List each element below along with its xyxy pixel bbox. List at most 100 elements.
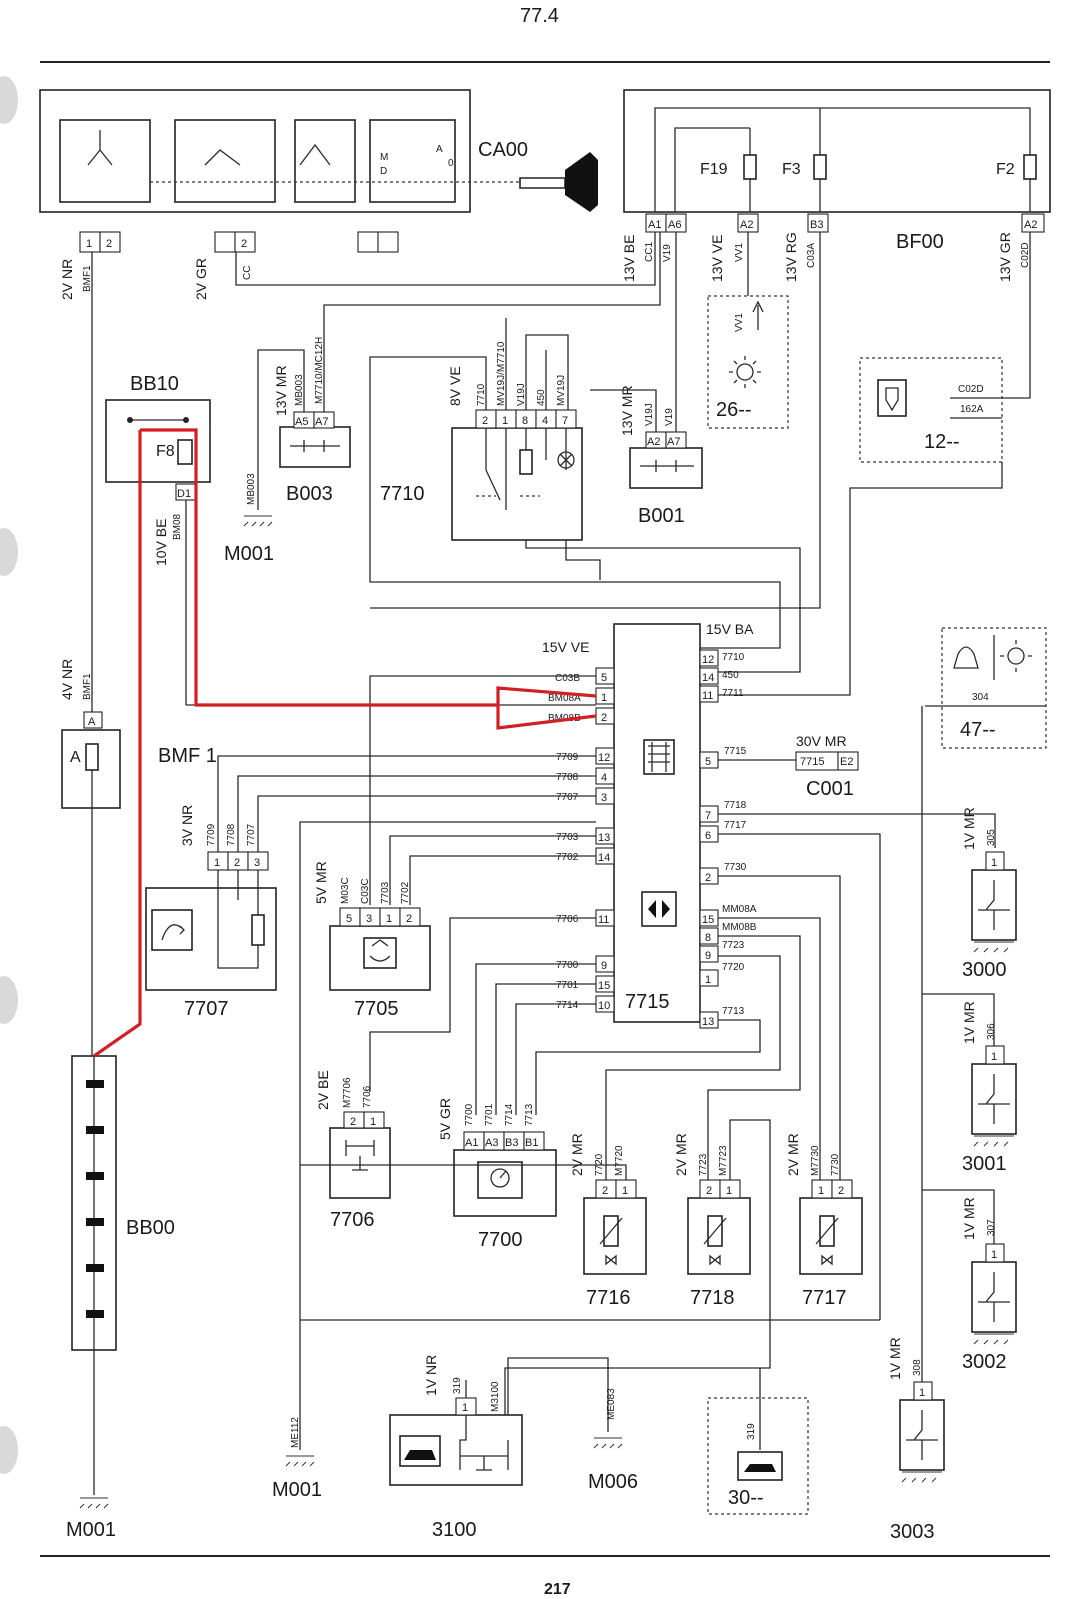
- svg-text:7710: 7710: [380, 483, 425, 505]
- b001-connector: A2 A7 B001 13V MR V19J V19: [590, 232, 703, 527]
- svg-text:3000: 3000: [962, 959, 1007, 981]
- svg-text:7730: 7730: [724, 862, 747, 873]
- svg-text:307: 307: [986, 1219, 997, 1236]
- svg-text:1V MR: 1V MR: [961, 1197, 977, 1240]
- svg-text:7705: 7705: [354, 998, 399, 1020]
- svg-text:7: 7: [562, 415, 568, 427]
- svg-text:ME112: ME112: [290, 1417, 301, 1448]
- svg-text:A: A: [436, 144, 443, 155]
- svg-text:3V NR: 3V NR: [179, 805, 195, 846]
- wire-cc: [235, 232, 656, 286]
- svg-text:3: 3: [366, 913, 372, 925]
- svg-text:15: 15: [702, 914, 714, 926]
- svg-text:3100: 3100: [432, 1519, 477, 1541]
- svg-text:8: 8: [705, 932, 711, 944]
- sensor-7717: 1 2 7717 2V MR M7730 7730: [785, 1133, 863, 1309]
- svg-text:A3: A3: [485, 1137, 498, 1149]
- svg-text:26--: 26--: [716, 399, 752, 421]
- svg-text:MM08B: MM08B: [722, 922, 757, 933]
- svg-text:13V MR: 13V MR: [273, 365, 289, 416]
- svg-text:MV19J/M7710: MV19J/M7710: [496, 341, 507, 406]
- svg-text:7730: 7730: [830, 1153, 841, 1176]
- svg-text:A1: A1: [648, 219, 661, 231]
- svg-text:2: 2: [602, 1185, 608, 1197]
- fuse-f3: [813, 154, 827, 180]
- svg-text:D1: D1: [177, 488, 191, 500]
- svg-text:3: 3: [254, 857, 260, 869]
- switch-3002: 1 3002 1V MR 307: [922, 1189, 1017, 1373]
- svg-text:1V MR: 1V MR: [961, 807, 977, 850]
- svg-text:7702: 7702: [400, 881, 411, 904]
- ref-12-injector: C02D 162A 12--: [859, 232, 1031, 463]
- svg-text:2: 2: [482, 415, 488, 427]
- svg-text:A: A: [88, 716, 96, 728]
- svg-text:V19J: V19J: [644, 403, 655, 426]
- svg-text:7717: 7717: [724, 820, 747, 831]
- svg-text:M3100: M3100: [490, 1381, 501, 1412]
- switch-3003: 1 3003 1V MR 308: [887, 1337, 945, 1543]
- svg-text:1: 1: [502, 415, 508, 427]
- svg-text:B003: B003: [286, 483, 333, 505]
- switch-3000: 1 3000 1V MR 305: [961, 807, 1017, 981]
- svg-text:47--: 47--: [960, 719, 996, 741]
- svg-text:3003: 3003: [890, 1521, 935, 1543]
- highlighted-circuit: [93, 428, 597, 1058]
- svg-text:B1: B1: [525, 1137, 538, 1149]
- svg-text:M7720: M7720: [614, 1145, 625, 1176]
- ca00-ignition-switch: M D A 0 CA00: [39, 89, 598, 213]
- svg-text:2: 2: [705, 872, 711, 884]
- ref-26-lamp: VV1 26--: [707, 232, 789, 429]
- ca00-connectors: 1 2 2 2V NR BMF1 2V GR CC: [59, 231, 399, 300]
- svg-text:7723: 7723: [698, 1153, 709, 1176]
- svg-text:319: 319: [746, 1423, 757, 1440]
- svg-text:305: 305: [986, 829, 997, 846]
- svg-text:7711: 7711: [722, 688, 744, 699]
- svg-text:MV19J: MV19J: [556, 375, 567, 406]
- svg-text:C03B: C03B: [555, 673, 580, 684]
- svg-text:M7730: M7730: [810, 1145, 821, 1176]
- svg-text:0: 0: [448, 158, 454, 169]
- svg-text:5V GR: 5V GR: [437, 1098, 453, 1140]
- svg-text:13: 13: [598, 832, 610, 844]
- svg-text:A5: A5: [295, 416, 308, 428]
- svg-text:7717: 7717: [802, 1287, 847, 1309]
- svg-text:1: 1: [462, 1402, 468, 1414]
- fuse-f8: [177, 439, 193, 465]
- svg-text:A2: A2: [740, 219, 753, 231]
- bf00-fuse-box: F19 F3 F2 A1 A6 A2 B3 A2 BF00 13V BE CC1…: [621, 89, 1051, 282]
- svg-text:7709: 7709: [206, 823, 217, 846]
- svg-text:7715: 7715: [625, 991, 670, 1013]
- c001-connector: 7715 E2 C001 30V MR: [795, 733, 859, 800]
- svg-text:308: 308: [912, 1359, 923, 1376]
- svg-text:ME083: ME083: [606, 1388, 617, 1420]
- svg-text:10V BE: 10V BE: [153, 519, 169, 566]
- svg-text:450: 450: [722, 670, 739, 681]
- ecu-7715: 7715 15V BA 15V VE 5 1 2 12 4 3 13 14 11…: [542, 621, 757, 1029]
- svg-text:V19: V19: [662, 244, 673, 262]
- svg-text:9: 9: [705, 950, 711, 962]
- svg-text:CC1: CC1: [644, 242, 655, 262]
- svg-text:V19: V19: [664, 408, 675, 426]
- svg-text:12: 12: [702, 654, 714, 666]
- svg-text:7715: 7715: [800, 756, 824, 768]
- fuse-f19: [743, 154, 757, 180]
- svg-text:M001: M001: [224, 543, 274, 565]
- svg-text:12--: 12--: [924, 431, 960, 453]
- svg-text:8: 8: [522, 415, 528, 427]
- svg-text:M7710/MC12H: M7710/MC12H: [314, 337, 325, 404]
- svg-text:7715: 7715: [724, 746, 747, 757]
- svg-text:7706: 7706: [362, 1085, 373, 1108]
- svg-text:7709: 7709: [556, 752, 579, 763]
- svg-text:MB003: MB003: [246, 473, 257, 505]
- svg-text:13V MR: 13V MR: [619, 385, 635, 436]
- svg-text:B001: B001: [638, 505, 685, 527]
- sensor-7700: A1 A3 B3 B1 7700 5V GR 7700 7701 7714 77…: [437, 1098, 557, 1251]
- svg-text:BMF1: BMF1: [82, 265, 93, 292]
- svg-text:3: 3: [601, 792, 607, 804]
- svg-text:6: 6: [705, 830, 711, 842]
- svg-text:CC: CC: [242, 266, 253, 280]
- svg-text:2V GR: 2V GR: [193, 258, 209, 300]
- svg-text:A1: A1: [465, 1137, 478, 1149]
- svg-text:7706: 7706: [556, 914, 579, 925]
- fuse-f2: [1023, 154, 1037, 180]
